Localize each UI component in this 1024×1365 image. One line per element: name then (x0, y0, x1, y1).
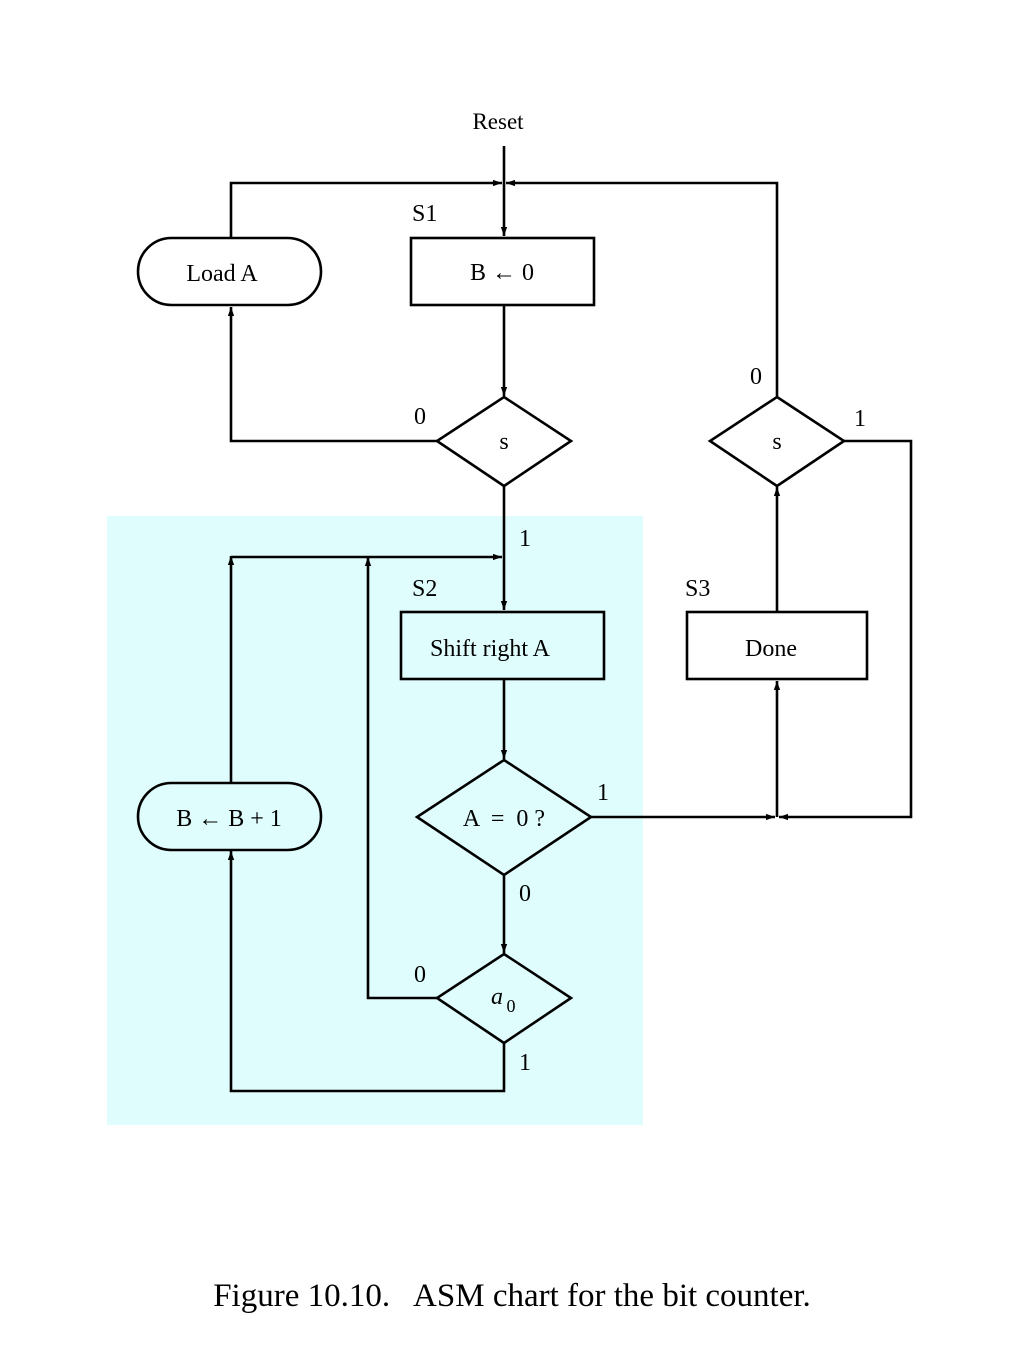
increment-b-output-label: B ← B + 1 (176, 806, 282, 832)
s3-one-loop-path (779, 439, 913, 821)
increment-b-output-box (136, 781, 323, 852)
s2-action: Shift right A (430, 636, 551, 662)
a0-zero-loop-path (364, 557, 437, 1000)
s3-state-name: S3 (685, 576, 710, 602)
s2-state-name: S2 (412, 576, 437, 602)
a0-decision-text-base: a (491, 984, 503, 1010)
s-decision-s3 (707, 395, 847, 488)
a-zero-decision-one-label: 1 (597, 780, 609, 806)
s2-state-box (399, 610, 606, 681)
s1-action: B ← 0 (470, 260, 534, 286)
highlight-region (107, 516, 643, 1125)
s3-action: Done (745, 636, 797, 662)
s-decision-s3-zero-label: 0 (750, 364, 762, 390)
figure-caption: Figure 10.10. ASM chart for the bit coun… (213, 1278, 811, 1314)
load-a-to-s1-path (229, 179, 502, 238)
s-decision-s1-text: s (499, 429, 508, 455)
s-decision-s1-one-label: 1 (519, 526, 531, 552)
s1-state-box (409, 236, 596, 307)
s-decision-s3-one-label: 1 (854, 406, 866, 432)
s-decision-s3-text: s (772, 429, 781, 455)
a-zero-decision-text: A = 0 ? (463, 806, 545, 832)
s-zero-to-load-a-path (227, 307, 437, 443)
load-a-output-box (136, 236, 323, 307)
s3-zero-to-s1-path (506, 179, 779, 397)
s-decision-s1-zero-label: 0 (414, 404, 426, 430)
load-a-output-label: Load A (186, 261, 258, 287)
a0-one-to-increment-path (227, 851, 506, 1093)
s1-state-name: S1 (412, 201, 437, 227)
a-zero-decision-zero-label: 0 (519, 881, 531, 907)
a0-decision-text-sub: 0 (507, 996, 516, 1016)
a0-decision-one-label: 1 (519, 1050, 531, 1076)
a0-decision-zero-label: 0 (414, 962, 426, 988)
reset-label: Reset (472, 109, 524, 134)
